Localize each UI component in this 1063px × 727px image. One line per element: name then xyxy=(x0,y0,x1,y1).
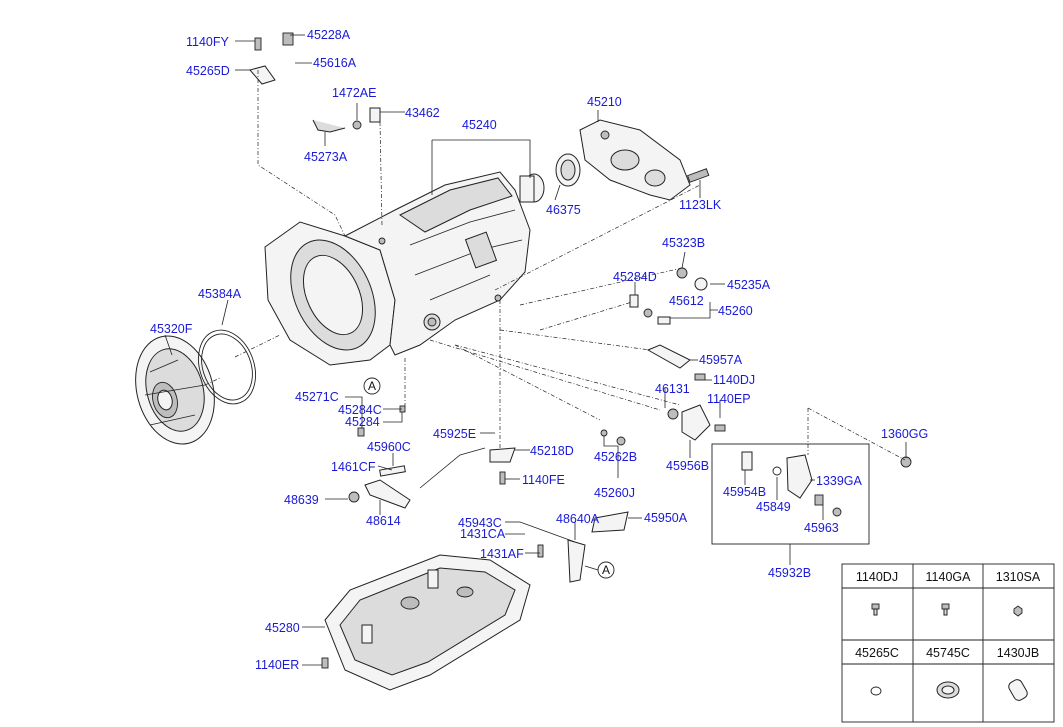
label-45235a: 45235A xyxy=(727,278,771,292)
label-45320f: 45320F xyxy=(150,322,193,336)
label-46131: 46131 xyxy=(655,382,690,396)
label-45612: 45612 xyxy=(669,294,704,308)
label-1431af: 1431AF xyxy=(480,547,524,561)
bushing-icon xyxy=(936,681,960,699)
table-header-r1c1: 1140DJ xyxy=(856,570,898,584)
shift-linkage xyxy=(348,429,629,583)
breather-hose xyxy=(249,32,381,133)
svg-text:A: A xyxy=(368,379,376,393)
label-1140ep: 1140EP xyxy=(707,392,751,406)
oil-pan xyxy=(321,554,531,691)
side-fittings xyxy=(357,267,912,468)
label-48614: 48614 xyxy=(366,514,401,528)
label-1123lk: 1123LK xyxy=(679,198,722,212)
bolt-icon xyxy=(871,603,880,616)
label-1431ca: 1431CA xyxy=(460,527,506,541)
label-45260: 45260 xyxy=(718,304,753,318)
sensor-group-box xyxy=(711,443,870,545)
label-45262b: 45262B xyxy=(594,450,637,464)
label-1339ga: 1339GA xyxy=(816,474,863,488)
label-45323b: 45323B xyxy=(662,236,705,250)
label-1140fy: 1140FY xyxy=(186,35,230,49)
pin-icon xyxy=(1008,679,1028,701)
flywheel-plate xyxy=(135,335,215,445)
label-45616a: 45616A xyxy=(313,56,357,70)
leader-lines xyxy=(164,34,907,666)
label-45943c: 45943C xyxy=(458,516,502,530)
label-45925e: 45925E xyxy=(433,427,476,441)
label-45963: 45963 xyxy=(804,521,839,535)
callout-a-lower: A xyxy=(597,561,615,579)
transmission-case xyxy=(264,171,531,366)
label-45957a: 45957A xyxy=(699,353,743,367)
label-45271c: 45271C xyxy=(295,390,339,404)
label-45284: 45284 xyxy=(345,415,380,429)
label-45932b: 45932B xyxy=(768,566,811,580)
table-header-r2c2: 45745C xyxy=(926,646,970,660)
part-labels: 1140FY 45228A 45265D 45616A 1472AE 43462… xyxy=(150,28,928,672)
rear-bushing xyxy=(519,153,581,203)
washer-icon xyxy=(870,686,882,696)
label-45384a: 45384A xyxy=(198,287,242,301)
label-45265d: 45265D xyxy=(186,64,230,78)
label-1140dj: 1140DJ xyxy=(713,373,755,387)
nut-icon xyxy=(1013,605,1023,617)
table-header-r1c3: 1310SA xyxy=(996,570,1041,584)
label-45280: 45280 xyxy=(265,621,300,635)
table-header-r2c1: 45265C xyxy=(855,646,899,660)
label-45273a: 45273A xyxy=(304,150,348,164)
label-43462: 43462 xyxy=(405,106,440,120)
label-45218d: 45218D xyxy=(530,444,574,458)
label-1360gg: 1360GG xyxy=(881,427,928,441)
speed-sensor-group xyxy=(741,451,842,517)
label-45950a: 45950A xyxy=(644,511,688,525)
label-45240: 45240 xyxy=(462,118,497,132)
rear-mount-bracket xyxy=(579,119,710,201)
label-45956b: 45956B xyxy=(666,459,709,473)
reference-table: 1140DJ 1140GA 1310SA 45265C 45745C 1430J… xyxy=(841,563,1055,723)
label-1461cf: 1461CF xyxy=(331,460,376,474)
bolt-icon xyxy=(941,603,950,616)
label-45960c: 45960C xyxy=(367,440,411,454)
label-45284d: 45284D xyxy=(613,270,657,284)
dash-dot-lines xyxy=(204,70,906,461)
label-48640a: 48640A xyxy=(556,512,600,526)
label-46375: 46375 xyxy=(546,203,581,217)
label-45849: 45849 xyxy=(756,500,791,514)
table-header-r1c2: 1140GA xyxy=(926,570,972,584)
label-45210: 45210 xyxy=(587,95,622,109)
label-48639: 48639 xyxy=(284,493,319,507)
callout-a-upper: A xyxy=(363,377,381,395)
label-1140fe: 1140FE xyxy=(522,473,565,487)
label-1140er: 1140ER xyxy=(255,658,299,672)
label-45284c: 45284C xyxy=(338,403,382,417)
seal-ring xyxy=(198,329,256,405)
svg-text:A: A xyxy=(602,563,610,577)
label-45228a: 45228A xyxy=(307,28,351,42)
table-header-r2c3: 1430JB xyxy=(997,646,1039,660)
label-1472ae: 1472AE xyxy=(332,86,376,100)
label-45260j: 45260J xyxy=(594,486,635,500)
label-45954b: 45954B xyxy=(723,485,766,499)
